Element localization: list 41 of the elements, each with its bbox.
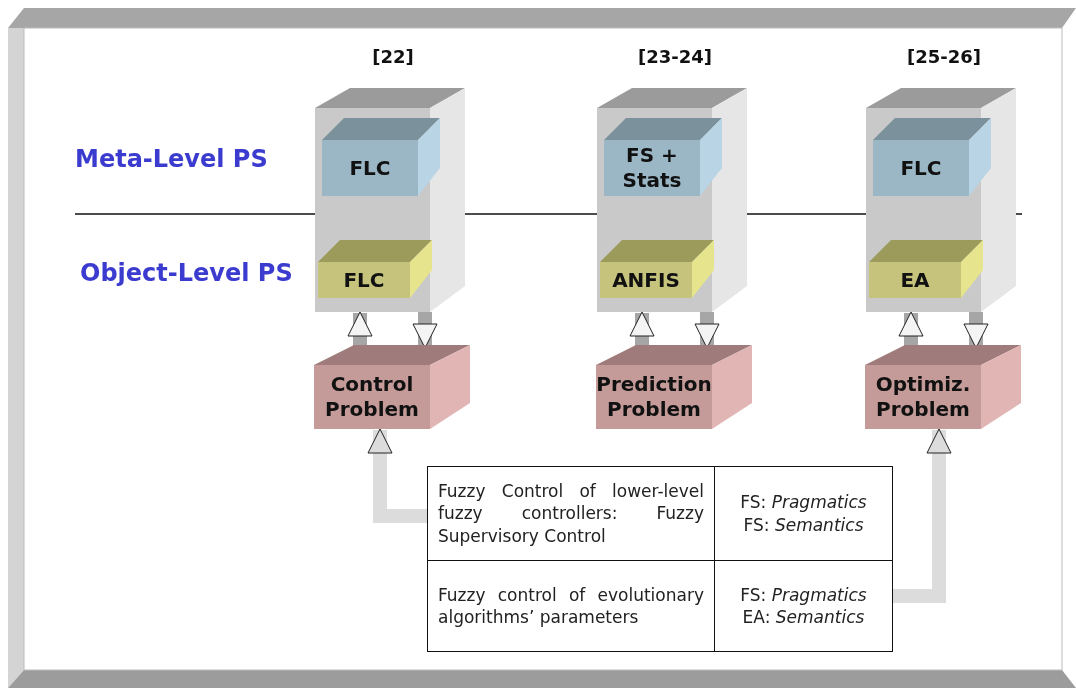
block-arrow [893,428,952,603]
reference-label: [22] [371,46,415,67]
box-label: EA [900,267,930,293]
box-label: ANFIS [612,267,680,293]
box-label: FS + Stats [621,143,683,193]
block-arrow [367,428,427,523]
block-arrow [898,311,924,347]
cell-text: Fuzzy control of evolutionary algorithms’ parameters [438,583,704,629]
column-panel [315,88,465,312]
box-label: FLC [349,155,391,181]
problem-box [865,345,1021,429]
table-cell [714,466,893,561]
meta-level-box [322,118,440,196]
level-label: Meta-Level PS [75,145,268,173]
table-cell [427,466,715,561]
object-level-box [869,240,983,298]
block-arrow [347,311,373,347]
cell-text: FS: Pragmatics [739,583,868,606]
object-level-box [318,240,432,298]
column-panel [866,88,1016,312]
block-arrow [629,311,655,347]
box-label: Optimiz. Problem [874,372,972,422]
meta-level-box [604,118,722,196]
meta-level-box [873,118,991,196]
table-cell [714,560,893,652]
problem-box [314,345,470,429]
box-label: FLC [900,155,942,181]
cell-text: Fuzzy Control of lower-level fuzzy controllers: Fuzzy Supervisory Control [438,480,704,547]
table-cell [427,560,715,652]
object-level-box [600,240,714,298]
level-label: Object-Level PS [80,259,293,287]
box-label: FLC [343,267,385,293]
box-label: Control Problem [324,372,420,422]
cell-text: FS: Semantics [742,513,865,536]
cell-text: FS: Pragmatics [739,491,868,514]
reference-label: [23-24] [637,46,713,67]
column-panel [597,88,747,312]
cell-text: EA: Semantics [741,606,866,629]
reference-label: [25-26] [906,46,982,67]
box-label: Prediction Problem [596,372,712,422]
problem-box [596,345,752,429]
